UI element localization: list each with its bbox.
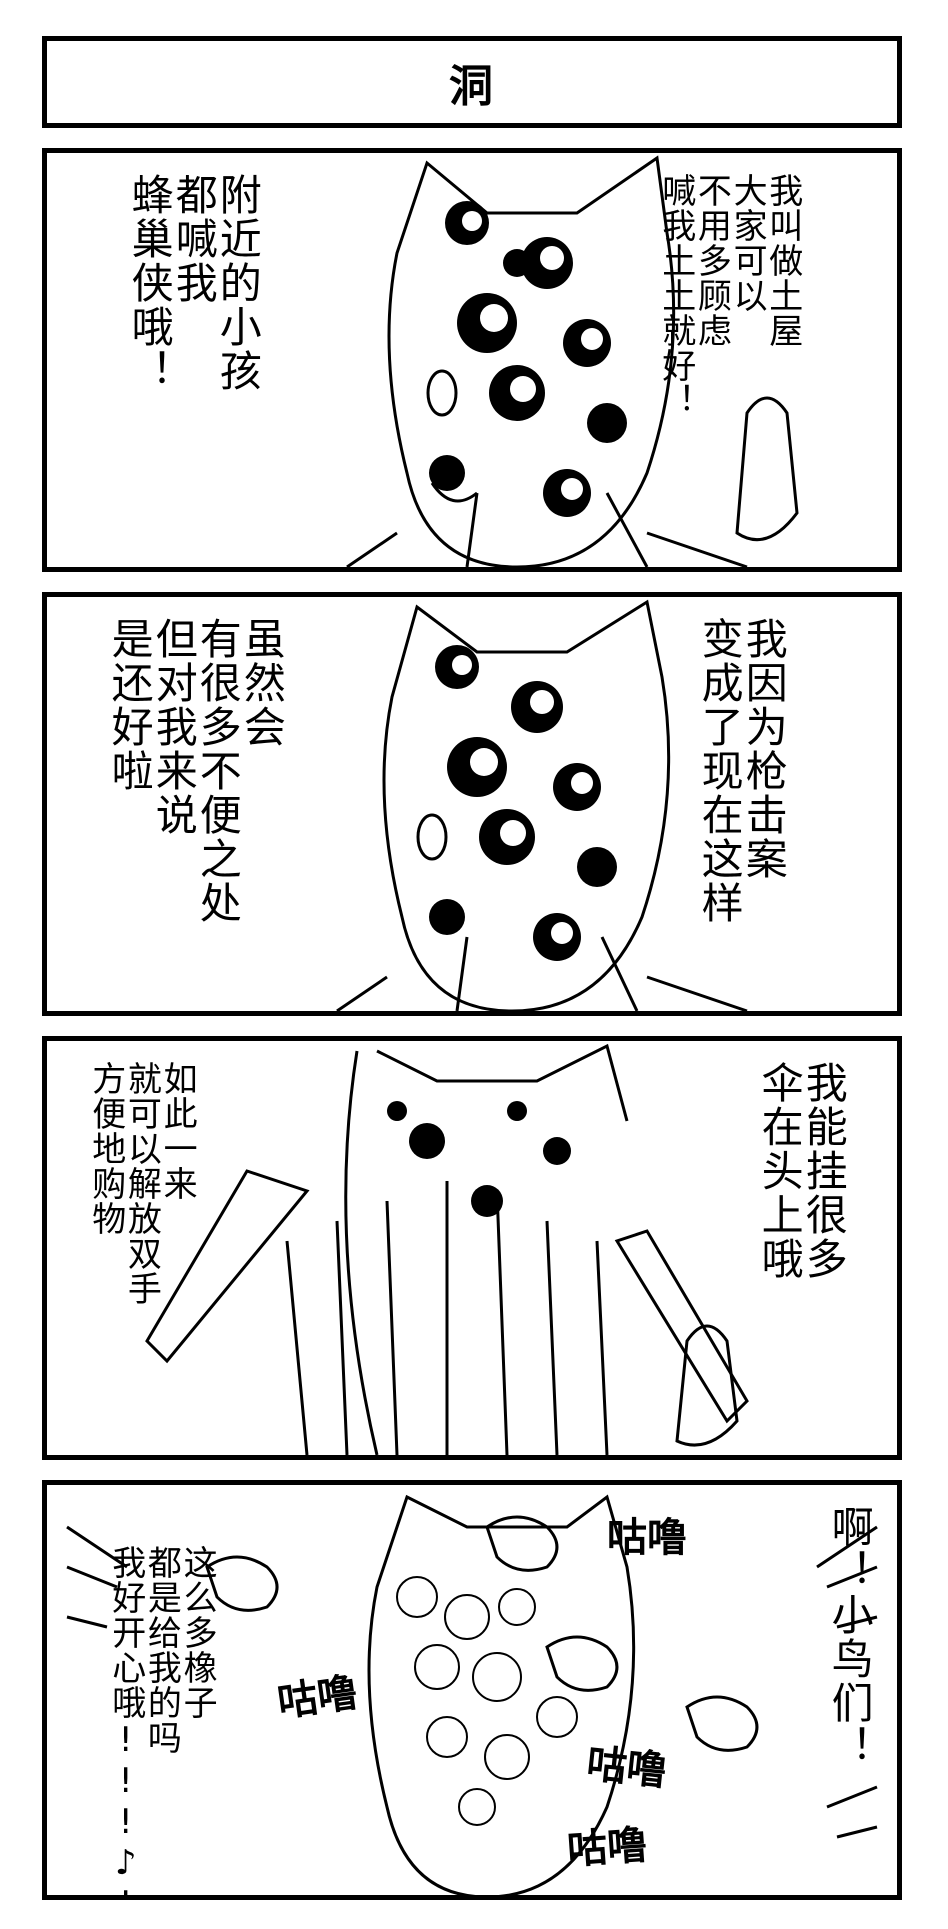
panel-3-right-caption: 我能挂很多 伞在头上哦	[755, 1061, 849, 1281]
sound-effect-2: 咕噜	[274, 1669, 361, 1727]
comic-panel-4: 这么多橡子 都是给我的吗 我好开心哦!!!♪!? 啊！小鸟们！ 咕噜 咕噜 咕噜…	[42, 1480, 902, 1900]
panel-1-illustration	[346, 155, 799, 567]
title-panel: 洞	[42, 36, 902, 128]
page-title: 洞	[449, 61, 495, 112]
comic-panel-3: 如此一来 就可以解放双手 方便地购物 我能挂很多 伞在头上哦	[42, 1036, 902, 1460]
sound-effect-3: 咕噜	[584, 1740, 669, 1796]
panel-1-left-caption: 附近的小孩 都喊我 蜂巢侠哦！	[125, 173, 263, 393]
panel-1-right-caption: 我叫做土屋 大家可以 不用多顾虑 喊我土土就好！	[655, 173, 803, 418]
panel-3-illustration	[145, 1043, 749, 1455]
comic-panel-1: 附近的小孩 都喊我 蜂巢侠哦！ 我叫做土屋 大家可以 不用多顾虑 喊我土土就好！	[42, 148, 902, 572]
panel-3-left-caption: 如此一来 就可以解放双手 方便地购物	[85, 1061, 198, 1306]
sound-effect-1: 咕噜	[607, 1515, 687, 1561]
panel-2-illustration	[336, 599, 748, 1011]
panel-4-right-caption: 啊！小鸟们！	[825, 1505, 875, 1769]
panel-2-right-caption: 我因为枪击案 变成了现在这样	[695, 617, 789, 925]
panel-2-left-caption: 虽然会 有很多不便之处 但对我来说 是还好啦	[105, 617, 287, 925]
comic-panel-2: 虽然会 有很多不便之处 但对我来说 是还好啦 我因为枪击案 变成了现在这样	[42, 592, 902, 1016]
panel-4-illustration	[66, 1494, 878, 1895]
panel-4-left-caption: 这么多橡子 都是给我的吗 我好开心哦!!!♪!?	[105, 1545, 218, 1900]
sound-effect-4: 咕噜	[565, 1822, 649, 1874]
